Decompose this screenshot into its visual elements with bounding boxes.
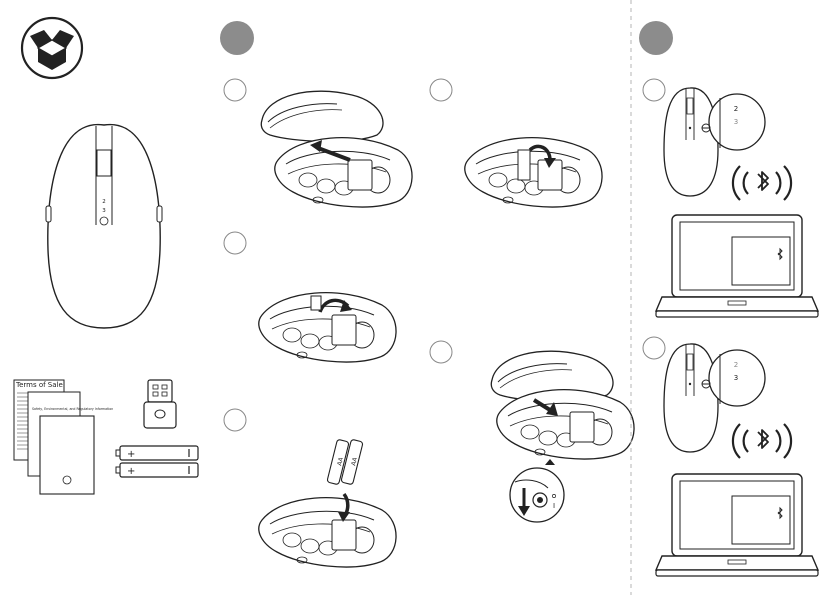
batteries: + + bbox=[116, 446, 198, 477]
step-d bbox=[430, 79, 602, 207]
mouse-top-view: 2 3 bbox=[46, 125, 162, 328]
box-icon bbox=[22, 18, 82, 78]
documents-stack: Terms of Sale Safety, Environmental, and… bbox=[14, 380, 113, 494]
switch-on-label: I bbox=[553, 502, 555, 510]
pairing-panel: 2 3 2 3 bbox=[639, 21, 818, 576]
section-badge-3 bbox=[639, 21, 673, 55]
usb-receiver bbox=[144, 380, 176, 428]
terms-of-sale-title: Terms of Sale bbox=[15, 381, 63, 389]
aa-batteries-insert: AA AA bbox=[327, 439, 363, 485]
mouse-button-label: 2 bbox=[734, 361, 738, 369]
bluetooth-waves-icon bbox=[733, 424, 791, 458]
mouse-button-label: 3 bbox=[102, 208, 106, 214]
mouse-button-label: 2 bbox=[734, 105, 738, 113]
mouse-button-label: 3 bbox=[734, 118, 738, 126]
section-badge-2 bbox=[220, 21, 254, 55]
box-contents-panel: 2 3 Terms of Sale Safety, Environmental,… bbox=[14, 18, 198, 494]
power-switch-callout: I bbox=[510, 459, 564, 522]
pair-step-2: 2 3 bbox=[643, 337, 818, 576]
svg-text:+: + bbox=[127, 449, 135, 460]
bluetooth-waves-icon bbox=[733, 166, 791, 200]
step-e: I bbox=[430, 341, 634, 522]
laptop-icon bbox=[656, 474, 818, 576]
svg-text:+: + bbox=[127, 466, 135, 477]
step-a bbox=[224, 79, 412, 207]
pair-step-1: 2 3 bbox=[643, 79, 818, 317]
safety-document-title: Safety, Environmental, and Regulatory In… bbox=[32, 407, 113, 411]
mouse-button-label: 2 bbox=[102, 199, 106, 205]
laptop-icon bbox=[656, 215, 818, 317]
mouse-button-label: 3 bbox=[734, 374, 738, 382]
step-b bbox=[224, 232, 396, 362]
step-c: AA AA bbox=[224, 409, 396, 567]
battery-install-panel: AA AA bbox=[220, 21, 634, 567]
